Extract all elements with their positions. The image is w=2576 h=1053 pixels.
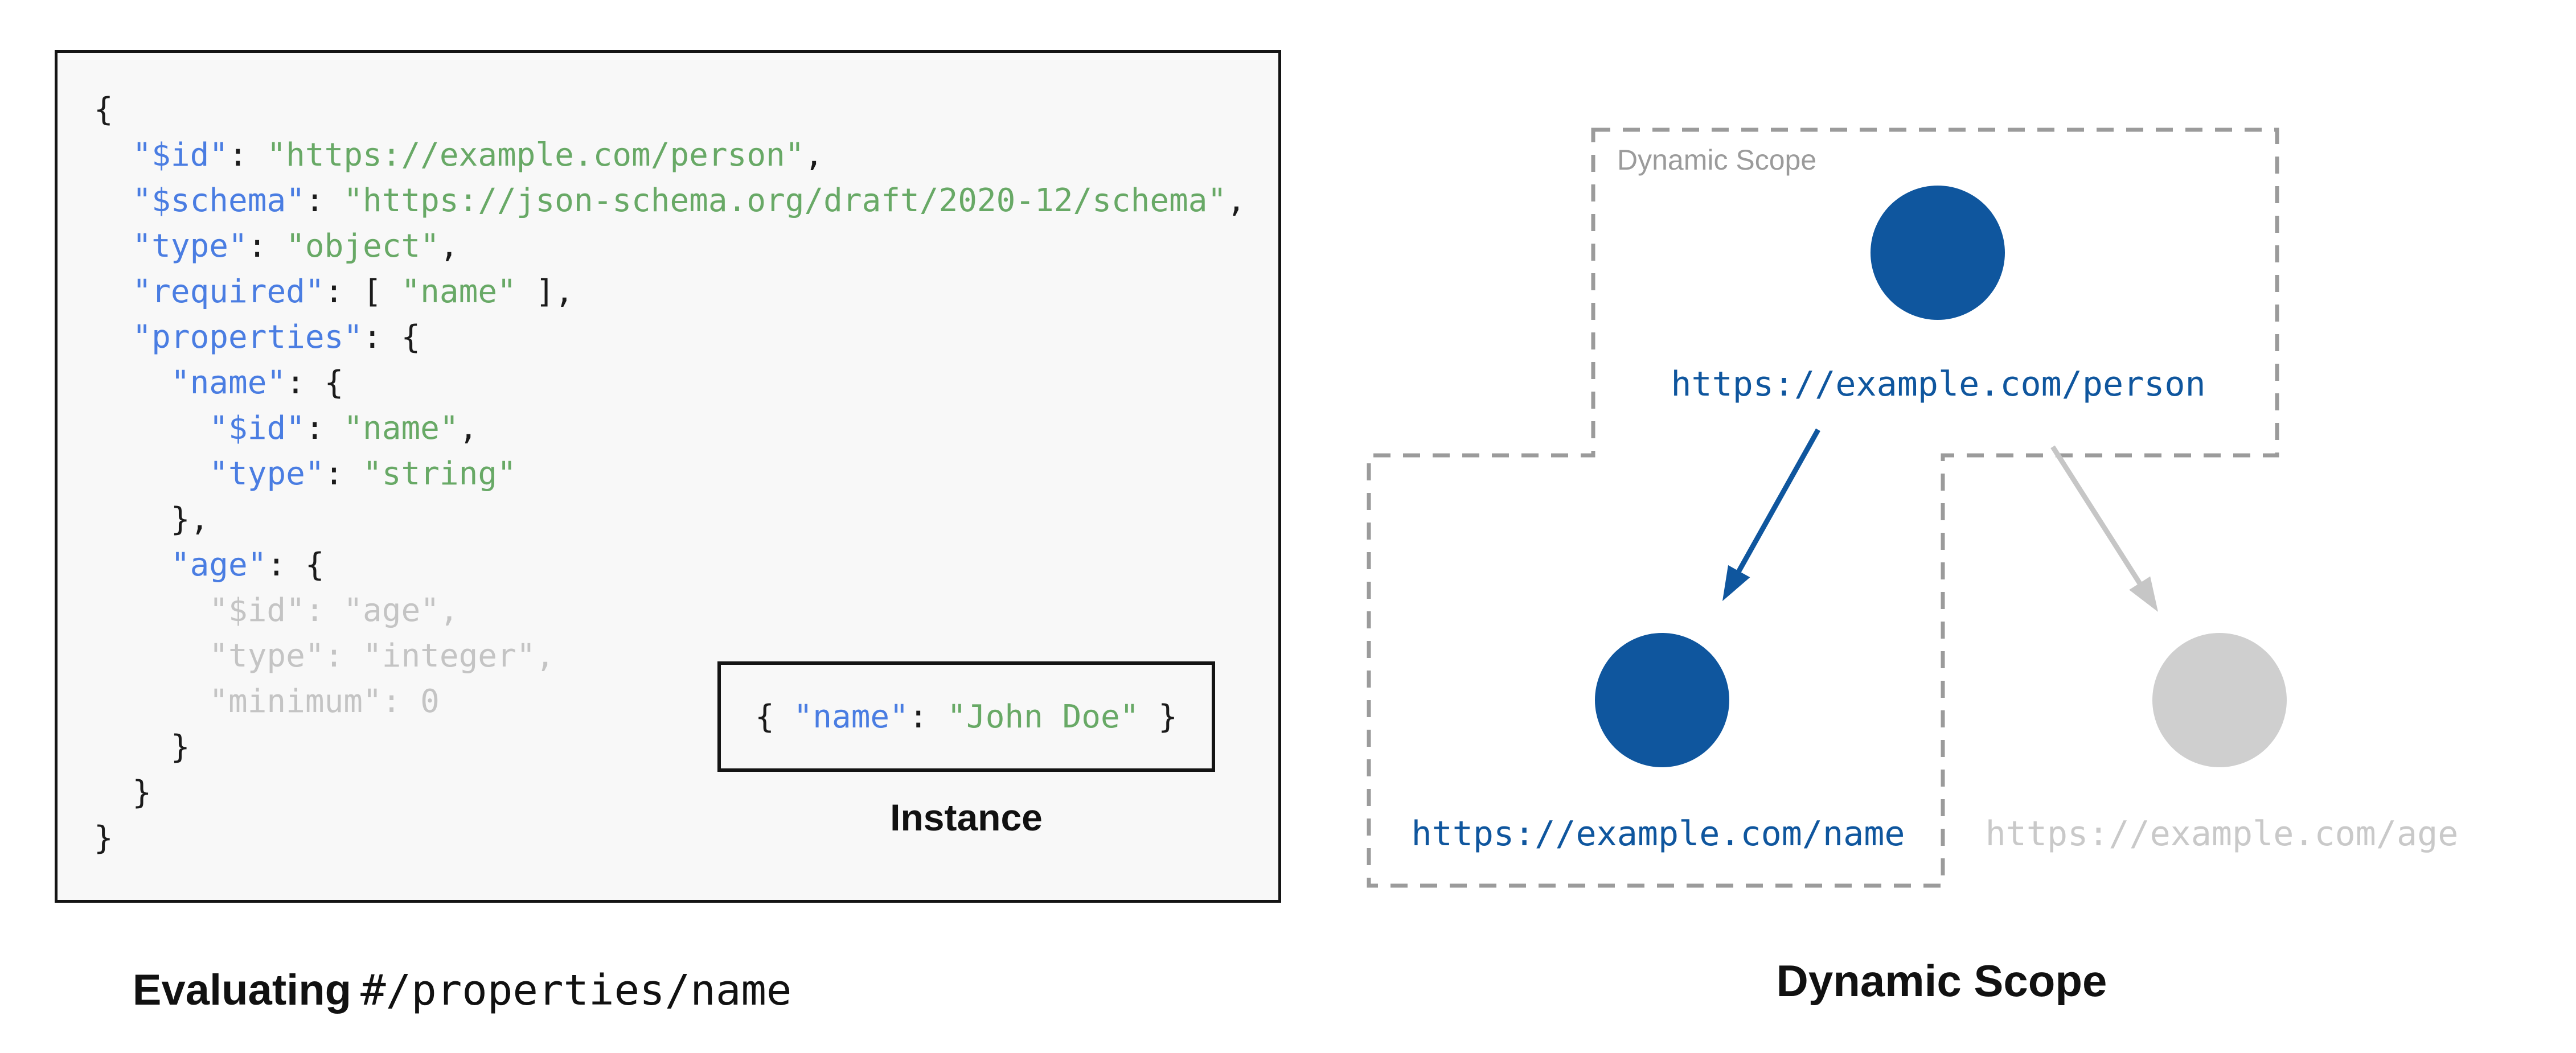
code-line: } — [94, 770, 1246, 816]
code-line: "$schema": "https://json-schema.org/draf… — [94, 178, 1246, 224]
code-token: , — [804, 137, 824, 174]
instance-label: Instance — [890, 796, 1043, 838]
left-caption: Evaluating#/properties/name — [122, 955, 792, 1025]
code-line: { — [94, 87, 1246, 133]
code-token: : — [908, 698, 947, 735]
code-token: , — [439, 228, 459, 265]
dynamic-scope-boundary — [1367, 127, 2279, 888]
code-line: "minimum": 0 — [94, 679, 1246, 725]
code-token: } — [94, 729, 190, 766]
code-token: "age" — [170, 546, 267, 583]
code-line: "type": "object", — [94, 224, 1246, 269]
code-line: "properties": { — [94, 315, 1246, 360]
code-token: "name" — [343, 410, 459, 447]
code-token: "$id" — [209, 410, 305, 447]
code-token: "$schema" — [132, 182, 305, 219]
code-token: "object" — [286, 228, 440, 265]
code-token: : { — [266, 546, 325, 583]
code-token: : — [324, 455, 363, 492]
person-schema-node — [1871, 186, 2005, 320]
code-token: "name" — [170, 364, 286, 401]
name-schema-node — [1595, 633, 1729, 767]
code-token: "$id": "age", — [94, 592, 459, 629]
age-node-url: https://example.com/age — [1985, 814, 2459, 854]
code-line: }, — [94, 497, 1246, 542]
schema-code-panel — [55, 50, 1281, 903]
code-token: : — [305, 410, 344, 447]
left-caption-pointer: #/properties/name — [360, 966, 792, 1015]
code-line: "type": "string" — [94, 451, 1246, 497]
code-token: { — [755, 698, 794, 735]
code-token: "type" — [132, 228, 248, 265]
code-line: "$id": "name", — [94, 406, 1246, 451]
code-token: : [ — [324, 273, 401, 310]
code-token: : — [228, 137, 267, 174]
code-token: "minimum": 0 — [94, 683, 440, 720]
arrow-person-to-name — [1722, 428, 1820, 601]
code-token: "John Doe" — [947, 698, 1139, 735]
code-token: "https://example.com/person" — [266, 137, 805, 174]
code-line: "name": { — [94, 360, 1246, 406]
arrow-person-to-age — [2050, 445, 2158, 612]
code-token: "name" — [793, 698, 909, 735]
code-token: } — [94, 820, 113, 857]
code-token: "required" — [132, 273, 325, 310]
code-token: "type": "integer", — [94, 637, 555, 674]
code-token: "$id" — [132, 137, 229, 174]
code-line: "type": "integer", — [94, 634, 1246, 679]
code-token: : { — [286, 364, 344, 401]
schema-code-block: { "$id": "https://example.com/person", "… — [94, 87, 1246, 861]
age-schema-node — [2152, 633, 2287, 767]
code-token: "string" — [363, 455, 516, 492]
code-token: ], — [516, 273, 574, 310]
code-token: , — [458, 410, 478, 447]
person-node-url: https://example.com/person — [1671, 364, 2206, 404]
instance-box: { "name": "John Doe" } — [717, 661, 1215, 772]
code-token: "name" — [401, 273, 516, 310]
code-token: { — [94, 91, 113, 128]
name-node-url: https://example.com/name — [1411, 814, 1905, 854]
code-line: } — [94, 725, 1246, 770]
right-caption: Dynamic Scope — [1776, 956, 2107, 1006]
code-token: } — [1139, 698, 1178, 735]
code-line: "$id": "age", — [94, 588, 1246, 634]
code-token: , — [1227, 182, 1246, 219]
code-line: "required": [ "name" ], — [94, 269, 1246, 315]
code-token: : — [247, 228, 286, 265]
code-token: "type" — [209, 455, 325, 492]
code-line: } — [94, 816, 1246, 861]
code-line: "age": { — [94, 542, 1246, 588]
dynamic-scope-region-label: Dynamic Scope — [1617, 144, 1817, 176]
code-token: : — [305, 182, 344, 219]
code-token: : { — [363, 319, 421, 356]
code-token: } — [94, 774, 152, 811]
code-token: "properties" — [132, 319, 363, 356]
code-token: }, — [94, 501, 210, 538]
code-line: "$id": "https://example.com/person", — [94, 133, 1246, 178]
code-token: "https://json-schema.org/draft/2020-12/s… — [343, 182, 1227, 219]
left-caption-evaluating: Evaluating — [132, 966, 352, 1014]
